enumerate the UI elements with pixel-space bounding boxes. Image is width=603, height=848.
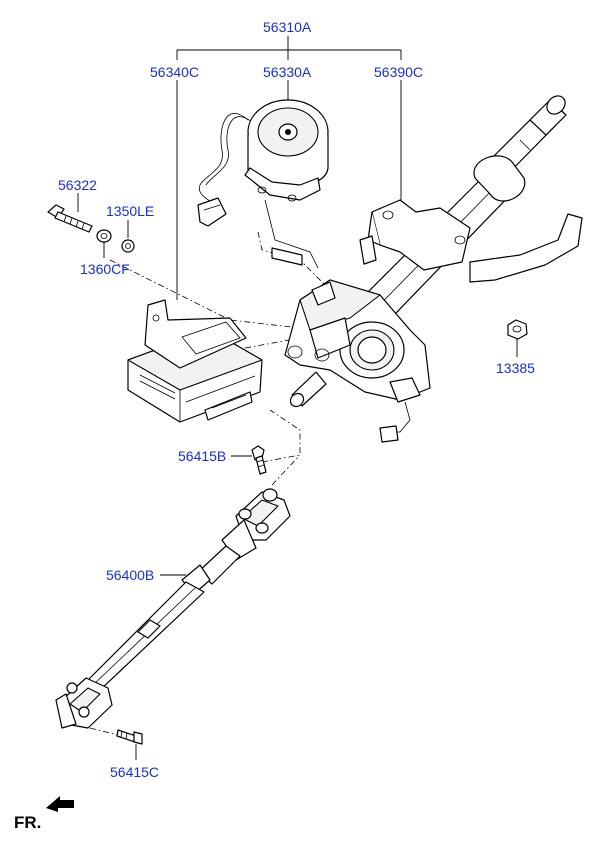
label-56322: 56322 <box>58 177 97 193</box>
bolt-56415b <box>251 445 267 475</box>
bolt-56322 <box>47 204 93 233</box>
label-13385: 13385 <box>496 360 535 376</box>
washer-1360cf <box>96 229 112 243</box>
label-56340c: 56340C <box>150 64 199 80</box>
label-56390c: 56390C <box>374 64 423 80</box>
ecu-module <box>127 299 263 423</box>
nut-13385 <box>507 319 528 340</box>
label-56310a: 56310A <box>263 19 312 35</box>
label-56400b: 56400B <box>106 567 154 583</box>
label-56415b: 56415B <box>178 448 226 464</box>
washer-1350le <box>121 239 135 253</box>
steering-column <box>284 95 583 443</box>
label-1350le: 1350LE <box>106 203 154 219</box>
label-1360cf: 1360CF <box>80 261 130 277</box>
part-labels: 56310A 56340C 56330A 56390C 56322 1350LE… <box>58 19 535 780</box>
assembly-lines <box>89 231 331 736</box>
label-56415c: 56415C <box>110 764 159 780</box>
direction-label: FR. <box>14 813 41 832</box>
motor-assembly <box>197 99 329 269</box>
bolt-56415c <box>116 729 143 745</box>
label-56330a: 56330A <box>263 64 312 80</box>
direction-indicator: FR. <box>14 796 74 832</box>
arrow-icon <box>46 796 74 812</box>
leader-lines <box>77 36 518 760</box>
intermediate-shaft <box>55 488 291 729</box>
